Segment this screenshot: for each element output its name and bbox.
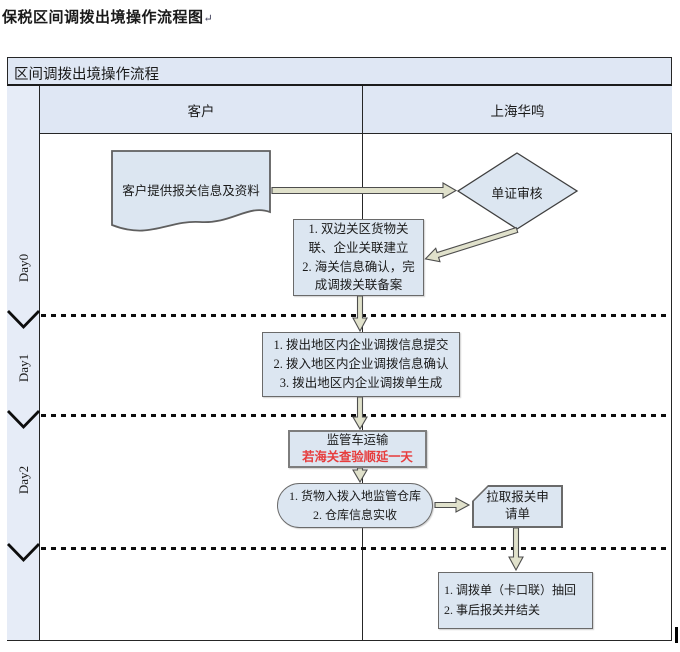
final-process-box: 1. 调拨单（卡口联）抽回 2. 事后报关并结关: [438, 572, 593, 629]
review-diamond-label: 单证审核: [491, 187, 543, 201]
lane-label-day1: Day1: [15, 353, 31, 383]
pull-declaration-card-label: 拉取报关申 请单: [473, 486, 562, 527]
column-header-customer: 客户: [40, 86, 362, 134]
page-title: 保税区间调拨出境操作流程图↵: [2, 6, 213, 27]
pull-declaration-card-shape: 拉取报关申 请单: [472, 485, 563, 528]
paragraph-mark-icon: ↵: [203, 13, 214, 25]
day0-process-box: 1. 双边关区货物关 联、企业关联建立 2. 海关信息确认，完 成调拨关联备案: [293, 219, 424, 296]
text-cursor: [675, 627, 678, 643]
column-header-shanghai-huaming: 上海华鸣: [362, 86, 672, 134]
transport-title: 监管车运输: [326, 432, 389, 447]
table-title-row: 区间调拨出境操作流程: [7, 57, 672, 86]
lane-label-day2: Day2: [15, 465, 31, 495]
day1-process-box: 1. 拨出地区内企业调拨信息提交 2. 拨入地区内企业调拨信息确认 3. 拨出地…: [262, 332, 460, 397]
lane-separator-day1-day2: [41, 414, 671, 417]
customer-doc-label: 客户提供报关信息及资料: [122, 184, 260, 198]
transport-box: 监管车运输 若海关查验顺延一天: [288, 430, 427, 468]
customs-inspection-warning: 若海关查验顺延一天: [302, 450, 413, 464]
warehouse-stadium-shape: 1. 货物入拨入地监管仓库 2. 仓库信息实收: [277, 483, 433, 528]
lane-separator-day2-end: [41, 547, 671, 550]
page-title-text: 保税区间调拨出境操作流程图: [2, 10, 204, 26]
lane-label-day0: Day0: [15, 253, 31, 283]
lane-separator-day0-day1: [41, 314, 671, 317]
